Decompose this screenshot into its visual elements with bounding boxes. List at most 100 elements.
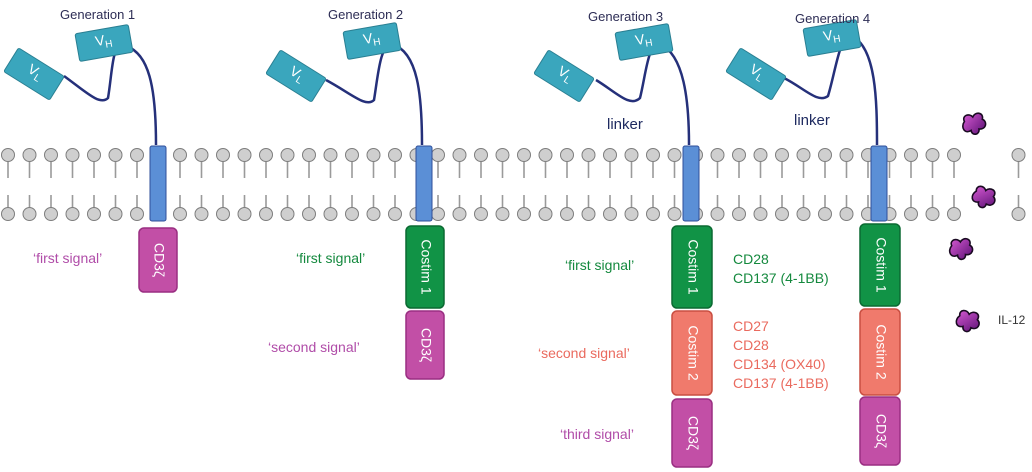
costim2-option: CD28 bbox=[733, 337, 769, 353]
vl-domain: VL bbox=[533, 50, 595, 102]
hinge-linker bbox=[63, 43, 158, 146]
generation-2-title: Generation 2 bbox=[328, 7, 404, 22]
lipid-head bbox=[237, 207, 252, 221]
lipid-head bbox=[925, 148, 940, 162]
gen3-second-signal-label: ‘second signal’ bbox=[538, 345, 630, 361]
lipid-head bbox=[173, 148, 187, 162]
costim2-domain-label: Costim 2 bbox=[873, 324, 889, 379]
lipid-head bbox=[44, 148, 58, 162]
lipid-head bbox=[624, 207, 639, 221]
transmembrane-domain bbox=[415, 145, 433, 222]
costim2-options-list: CD27 CD28 CD134 (OX40) CD137 (4-1BB) bbox=[733, 317, 829, 393]
il12-molecule bbox=[955, 309, 980, 333]
lipid-head bbox=[388, 207, 402, 221]
vl-domain-box bbox=[533, 50, 595, 102]
costim1-option: CD137 (4-1BB) bbox=[733, 270, 829, 286]
lipid-head bbox=[581, 148, 596, 162]
lipid-head bbox=[517, 207, 531, 221]
lipid-head bbox=[947, 148, 961, 162]
vh-domain-box bbox=[614, 23, 674, 61]
cd3z-domain-label: CD3ζ bbox=[873, 414, 889, 448]
transmembrane-domain bbox=[870, 145, 888, 222]
costim1-domain-box bbox=[405, 225, 445, 309]
costim1-option: CD28 bbox=[733, 251, 769, 267]
lipid-head bbox=[796, 207, 811, 221]
lipid-head bbox=[775, 148, 789, 162]
lipid-head bbox=[431, 207, 445, 221]
cytokine-molecules bbox=[948, 112, 996, 333]
lipid-head bbox=[818, 207, 832, 221]
cd3z-domain-box bbox=[859, 396, 901, 466]
lipid-head bbox=[732, 207, 746, 221]
costim1-domain-label: Costim 1 bbox=[873, 237, 889, 292]
cd3z-domain-box bbox=[405, 310, 445, 380]
cd3z-domain-box bbox=[138, 227, 178, 293]
lipid-head bbox=[366, 207, 381, 221]
costim1-domain-box bbox=[859, 223, 901, 307]
gen2-second-signal-label: ‘second signal’ bbox=[268, 339, 360, 355]
lipid-head bbox=[1011, 148, 1026, 162]
il12-molecule bbox=[962, 112, 987, 135]
il12-label: IL-12 bbox=[998, 313, 1026, 327]
costim1-options-list: CD28 CD137 (4-1BB) bbox=[733, 250, 829, 288]
lipid-head bbox=[452, 207, 467, 221]
gen3-third-signal-label: ‘third signal’ bbox=[560, 426, 634, 442]
costim1-domain-label: Costim 1 bbox=[418, 239, 434, 294]
generation-3-linker-label: linker bbox=[607, 116, 643, 133]
lipid-head bbox=[173, 207, 187, 221]
lipid-head bbox=[345, 148, 359, 162]
vl-domain-box bbox=[725, 48, 787, 100]
costim2-option: CD134 (OX40) bbox=[733, 356, 826, 372]
lipid-head bbox=[947, 207, 961, 221]
vl-domain-box bbox=[3, 48, 65, 100]
lipid-head bbox=[818, 148, 832, 162]
lipid-head bbox=[366, 148, 381, 162]
lipid-head bbox=[44, 207, 58, 221]
costim1-domain-box bbox=[671, 225, 713, 309]
vh-domain-box bbox=[74, 24, 134, 62]
lipid-head bbox=[65, 207, 80, 221]
costim2-domain-label: Costim 2 bbox=[685, 325, 701, 380]
lipid-head bbox=[108, 207, 123, 221]
hinge-linker bbox=[325, 42, 424, 146]
vh-domain: VH bbox=[342, 22, 402, 60]
transmembrane-domain bbox=[149, 145, 167, 222]
lipid-head bbox=[603, 207, 617, 221]
lipid-head bbox=[87, 148, 101, 162]
lipid-head bbox=[1, 207, 15, 221]
vh-domain: VH bbox=[614, 23, 674, 61]
lipid-head bbox=[259, 148, 273, 162]
lipid-head bbox=[839, 148, 854, 162]
generation-4-car: VH VL Costim 1 Costim 2 CD3ζ bbox=[725, 19, 901, 466]
cd3z-domain-label: CD3ζ bbox=[418, 328, 434, 362]
lipid-head bbox=[216, 148, 230, 162]
lipid-head bbox=[130, 148, 144, 162]
lipid-head bbox=[581, 207, 596, 221]
vl-domain: VL bbox=[725, 48, 787, 100]
lipid-head bbox=[538, 148, 553, 162]
vh-domain-box bbox=[342, 22, 402, 60]
generation-4-title: Generation 4 bbox=[795, 11, 871, 26]
lipid-head bbox=[280, 207, 295, 221]
vh-domain-box bbox=[802, 19, 862, 57]
lipid-head bbox=[22, 148, 37, 162]
lipid-head bbox=[474, 148, 488, 162]
lipid-head bbox=[1011, 207, 1026, 221]
lipid-head bbox=[302, 148, 316, 162]
vl-domain-box bbox=[265, 50, 327, 102]
lipid-head bbox=[646, 207, 660, 221]
lipid-head bbox=[237, 148, 252, 162]
lipid-head bbox=[710, 148, 725, 162]
lipid-head bbox=[839, 207, 854, 221]
lipid-head bbox=[775, 207, 789, 221]
lipid-head bbox=[624, 148, 639, 162]
vh-domain: VH bbox=[802, 19, 862, 57]
gen1-first-signal-label: ‘first signal’ bbox=[33, 250, 103, 266]
lipid-head bbox=[22, 207, 37, 221]
lipid-head bbox=[667, 207, 682, 221]
lipid-head bbox=[904, 207, 918, 221]
lipid-head bbox=[431, 148, 445, 162]
